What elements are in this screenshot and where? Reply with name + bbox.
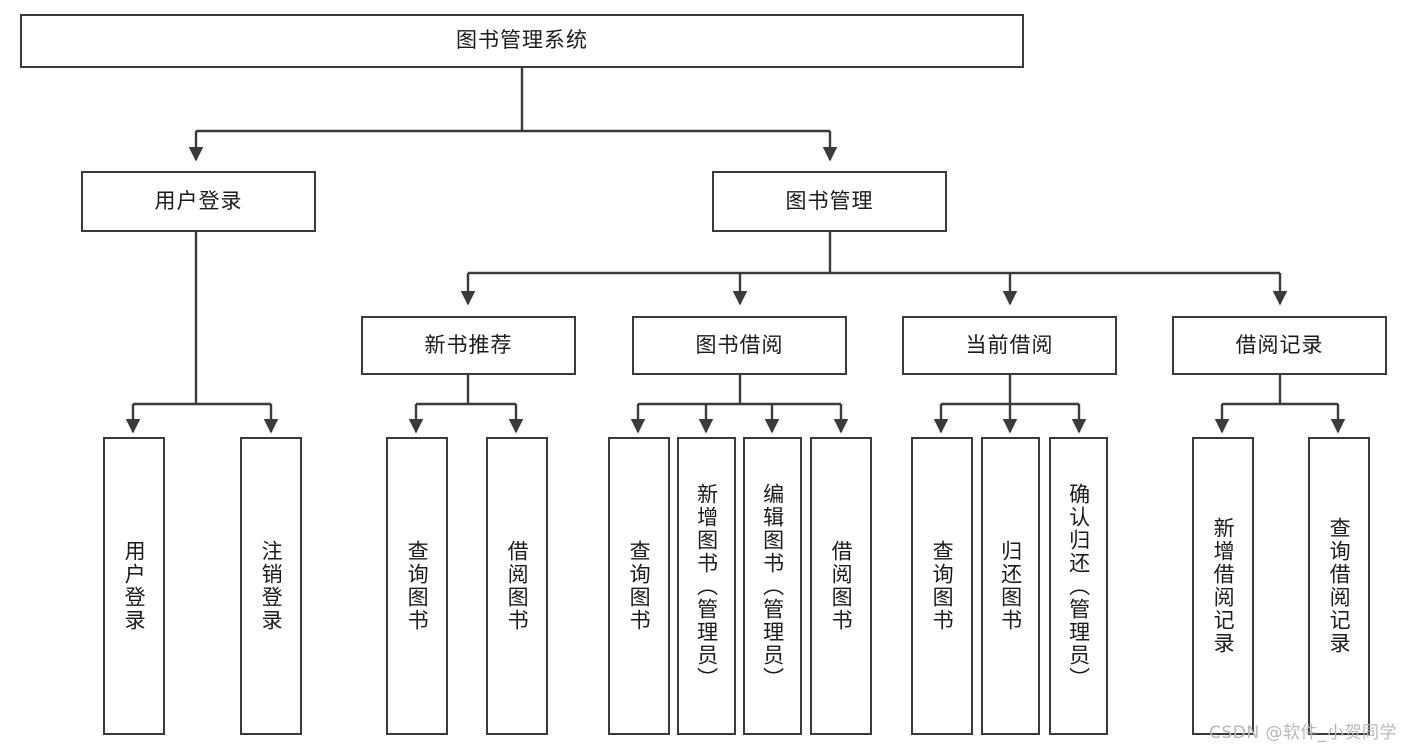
leaf-add-book[interactable]: 新增图书（管理员） — [677, 437, 736, 735]
leaf-user-login[interactable]: 用户登录 — [103, 437, 165, 735]
node-book-management-label: 图书管理 — [785, 188, 874, 213]
leaf-confirm-return[interactable]: 确认归还（管理员） — [1049, 437, 1108, 735]
leaf-query-borrow-record-label: 查询借阅记录 — [1327, 517, 1352, 655]
leaf-borrow-book-2[interactable]: 借阅图书 — [810, 437, 872, 735]
leaf-user-login-label: 用户登录 — [122, 540, 147, 632]
node-current-borrow[interactable]: 当前借阅 — [902, 316, 1117, 375]
leaf-edit-book[interactable]: 编辑图书（管理员） — [743, 437, 802, 735]
node-current-borrow-label: 当前借阅 — [965, 332, 1054, 357]
leaf-edit-book-label: 编辑图书（管理员） — [760, 482, 785, 690]
leaf-logout-login[interactable]: 注销登录 — [240, 437, 302, 735]
node-book-borrow[interactable]: 图书借阅 — [632, 316, 847, 375]
node-new-book-recommend[interactable]: 新书推荐 — [361, 316, 576, 375]
leaf-borrow-book-1-label: 借阅图书 — [505, 540, 530, 632]
leaf-add-borrow-record[interactable]: 新增借阅记录 — [1192, 437, 1254, 735]
node-root-label: 图书管理系统 — [456, 28, 588, 53]
node-user-login[interactable]: 用户登录 — [81, 171, 316, 232]
leaf-query-book-2-label: 查询图书 — [627, 540, 652, 632]
leaf-query-book-1[interactable]: 查询图书 — [386, 437, 448, 735]
leaf-borrow-book-1[interactable]: 借阅图书 — [486, 437, 548, 735]
leaf-query-book-3[interactable]: 查询图书 — [911, 437, 973, 735]
node-user-login-label: 用户登录 — [154, 188, 243, 213]
leaf-return-book-label: 归还图书 — [998, 540, 1023, 632]
leaf-query-book-3-label: 查询图书 — [930, 540, 955, 632]
leaf-add-borrow-record-label: 新增借阅记录 — [1211, 517, 1236, 655]
leaf-borrow-book-2-label: 借阅图书 — [829, 540, 854, 632]
leaf-add-book-label: 新增图书（管理员） — [694, 482, 719, 690]
node-borrow-record-label: 借阅记录 — [1235, 332, 1324, 357]
leaf-confirm-return-label: 确认归还（管理员） — [1066, 482, 1091, 690]
leaf-query-borrow-record[interactable]: 查询借阅记录 — [1308, 437, 1370, 735]
leaf-logout-login-label: 注销登录 — [259, 540, 284, 632]
node-new-book-recommend-label: 新书推荐 — [424, 332, 513, 357]
leaf-return-book[interactable]: 归还图书 — [981, 437, 1040, 735]
leaf-query-book-2[interactable]: 查询图书 — [608, 437, 670, 735]
node-book-management[interactable]: 图书管理 — [712, 171, 947, 232]
node-borrow-record[interactable]: 借阅记录 — [1172, 316, 1387, 375]
csdn-watermark: CSDN @软件_小贺同学 — [1209, 723, 1397, 743]
leaf-query-book-1-label: 查询图书 — [405, 540, 430, 632]
node-root[interactable]: 图书管理系统 — [20, 14, 1024, 68]
node-book-borrow-label: 图书借阅 — [695, 332, 784, 357]
